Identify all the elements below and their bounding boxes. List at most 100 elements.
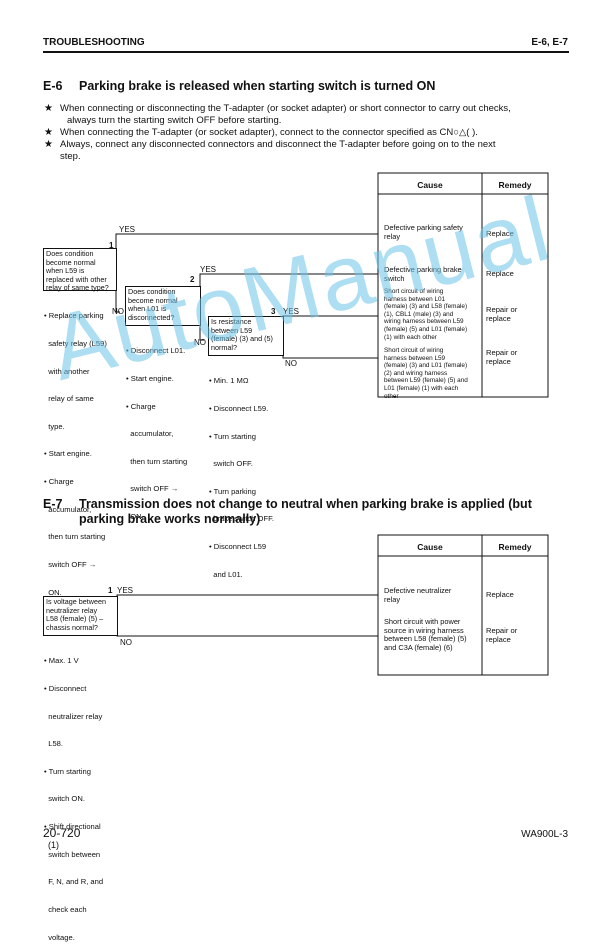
- step: accumulator,: [44, 504, 92, 514]
- cause-line: (female) (5) and L01 (female): [384, 325, 468, 333]
- q-line: disconnected?: [128, 312, 175, 322]
- star-icon: ★: [44, 127, 53, 138]
- step: • Replace parking: [44, 311, 104, 321]
- remedy-line: replace: [486, 313, 511, 323]
- step: switch between: [44, 849, 101, 859]
- e6-question-2: Does condition become normal when L01 is…: [125, 286, 201, 326]
- note-3b: step.: [60, 151, 81, 162]
- step: switch ON.: [44, 794, 85, 804]
- cause-line: L01 (female) (1) with each: [384, 384, 459, 392]
- e6-remedy-header: Remedy: [498, 180, 532, 190]
- e6-code: E-6: [43, 79, 63, 93]
- note-3: Always, connect any disconnected connect…: [60, 139, 496, 150]
- cause-line: Short circuit of wiring: [384, 288, 444, 295]
- e6-q3-yes: YES: [283, 307, 300, 316]
- step: • Turn parking: [209, 486, 256, 496]
- cause-line: harness between L01: [384, 295, 446, 303]
- e7-question-1: Is voltage between neutralizer relay L58…: [43, 596, 118, 636]
- q-line: (female) (3) and (5): [211, 334, 273, 344]
- q-line: when L01 is: [128, 304, 167, 314]
- star-icon: ★: [44, 139, 53, 150]
- e6-remedy-4: Repair or replace: [486, 348, 518, 366]
- e7-cause-header: Cause: [417, 542, 443, 552]
- cause-line: (female) (3) and L01 (female): [384, 362, 468, 370]
- revision: (1): [48, 840, 59, 850]
- step: switch OFF.: [209, 459, 253, 469]
- e6-q3-no: NO: [285, 359, 297, 368]
- header-rule: [43, 51, 569, 53]
- step: then turn starting: [44, 532, 106, 542]
- e7-cause-2: Short circuit with power source in wirin…: [384, 617, 482, 652]
- step: brake switch OFF.: [209, 514, 274, 524]
- e7-flowchart-lines: [116, 534, 549, 676]
- step: • Turn starting: [209, 431, 256, 441]
- e7-q1-no: NO: [120, 638, 132, 647]
- q-line: between L59: [211, 325, 253, 335]
- e6-cause-3: Short circuit of wiring harness between …: [384, 288, 482, 341]
- e6-q3-steps: • Min. 1 MΩ • Disconnect L59. • Turn sta…: [209, 358, 274, 588]
- e7-remedy-1: Replace: [486, 590, 514, 599]
- step: and L01.: [209, 569, 243, 579]
- cause-line: other: [384, 392, 399, 400]
- step: type.: [44, 421, 65, 431]
- remedy-line: replace: [486, 356, 511, 366]
- cause-line: relay: [384, 231, 401, 241]
- e6-q1-number: 1: [109, 241, 114, 250]
- step: switch OFF →: [44, 559, 97, 569]
- q-line: Does condition: [128, 287, 176, 296]
- e7-title-line-2: parking brake works normally): [79, 512, 261, 526]
- e6-q1-steps: • Replace parking safety relay (L59) wit…: [44, 293, 107, 606]
- section-header: TROUBLESHOOTING: [43, 37, 145, 48]
- step: • Start engine.: [126, 374, 174, 384]
- step: neutralizer relay: [44, 711, 103, 721]
- remedy-line: Repair or: [486, 305, 518, 314]
- e6-cause-1: Defective parking safety relay: [384, 223, 480, 241]
- model-code: WA900L-3: [521, 829, 568, 840]
- step: check each: [44, 904, 87, 914]
- e6-remedy-1: Replace: [486, 229, 514, 238]
- cause-line: between L59 (female) (5) and: [384, 377, 468, 385]
- e6-q2-number: 2: [190, 275, 195, 284]
- step: • Charge: [126, 401, 156, 411]
- cause-line: between L58 (female) (5): [384, 634, 467, 644]
- e6-cause-header: Cause: [417, 180, 443, 190]
- step: L58.: [44, 739, 63, 749]
- e6-q2-yes: YES: [200, 265, 217, 274]
- star-icon: ★: [44, 103, 53, 114]
- e6-cause-4: Short circuit of wiring harness between …: [384, 347, 482, 400]
- step: then turn starting: [126, 456, 188, 466]
- q-line: Does condition: [46, 249, 94, 258]
- step: • Turn starting: [44, 766, 91, 776]
- cause-line: Defective parking safety: [384, 223, 463, 232]
- remedy-line: replace: [486, 634, 511, 644]
- step: safety relay (L59): [44, 339, 107, 349]
- step: ON.: [44, 587, 62, 597]
- e7-title-line-1: Transmission does not change to neutral …: [79, 497, 532, 511]
- e7-q1-number: 1: [108, 586, 113, 595]
- cause-line: relay: [384, 594, 401, 604]
- step: • Disconnect L01.: [126, 346, 186, 356]
- remedy-line: Repair or: [486, 626, 518, 635]
- step: with another: [44, 366, 90, 376]
- e6-q2-no: NO: [194, 338, 206, 347]
- e7-cause-1: Defective neutralizer relay: [384, 586, 480, 604]
- cause-line: and C3A (female) (6): [384, 642, 453, 652]
- remedy-line: Repair or: [486, 348, 518, 357]
- cause-line: Short circuit of wiring: [384, 347, 444, 354]
- q-line: neutralizer relay: [46, 605, 98, 615]
- step: • Disconnect: [44, 684, 87, 694]
- e7-q1-steps: • Max. 1 V • Disconnect neutralizer rela…: [44, 638, 103, 951]
- step: switch OFF →: [126, 484, 179, 494]
- step: • Disconnect L59: [209, 542, 267, 552]
- e6-question-1: Does condition become normal when L59 is…: [43, 248, 117, 292]
- step: F, N, and R, and: [44, 877, 104, 887]
- step: • Shift directional: [44, 822, 101, 832]
- e6-remedy-3: Repair or replace: [486, 305, 518, 323]
- q-line: become normal: [46, 257, 96, 267]
- cause-line: wiring harness between L59: [384, 318, 464, 326]
- step: • Max. 1 V: [44, 656, 79, 666]
- cause-line: (female) (3) and L58 (female): [384, 303, 468, 311]
- q-line: when L59 is: [46, 266, 85, 276]
- e6-remedy-2: Replace: [486, 269, 514, 278]
- cause-line: (1) with each other: [384, 333, 437, 341]
